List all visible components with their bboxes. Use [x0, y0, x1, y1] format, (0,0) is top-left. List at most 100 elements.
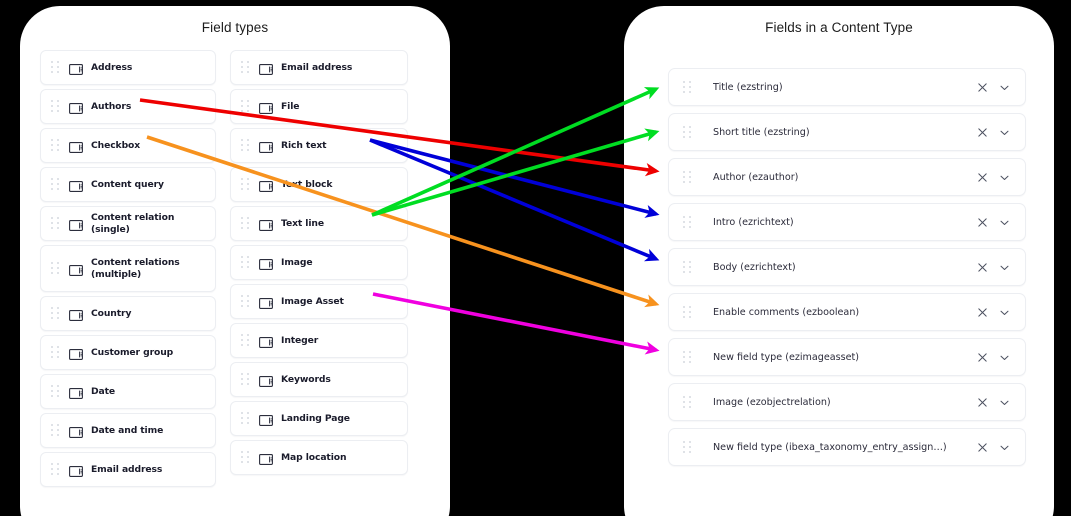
drag-handle-icon[interactable]	[241, 100, 250, 113]
field-type-label: Country	[91, 307, 132, 319]
remove-field-button[interactable]	[971, 436, 993, 458]
expand-field-button[interactable]	[993, 346, 1015, 368]
remove-field-button[interactable]	[971, 391, 993, 413]
content-type-fields-panel-title: Fields in a Content Type	[765, 20, 913, 35]
drag-handle-icon[interactable]	[51, 217, 60, 230]
drag-handle-icon[interactable]	[683, 125, 692, 139]
drag-handle-icon[interactable]	[51, 61, 60, 74]
drag-handle-icon[interactable]	[241, 217, 250, 230]
drag-handle-icon[interactable]	[683, 350, 692, 364]
content-type-field-row[interactable]: Title (ezstring)	[668, 68, 1026, 106]
drag-handle-icon[interactable]	[51, 346, 60, 359]
remove-field-button[interactable]	[971, 76, 993, 98]
field-type-label: File	[281, 100, 300, 112]
content-type-field-label: New field type (ezimageasset)	[713, 351, 860, 363]
field-type-icon	[259, 142, 273, 153]
drag-handle-icon[interactable]	[51, 424, 60, 437]
remove-field-button[interactable]	[971, 346, 993, 368]
field-type-card[interactable]: Rich text	[230, 128, 408, 163]
field-type-card[interactable]: Keywords	[230, 362, 408, 397]
field-type-card[interactable]: File	[230, 89, 408, 124]
field-type-label: Date	[91, 385, 116, 397]
field-type-card[interactable]: Country	[40, 296, 216, 331]
drag-handle-icon[interactable]	[51, 178, 60, 191]
drag-handle-icon[interactable]	[51, 307, 60, 320]
drag-handle-icon[interactable]	[241, 451, 250, 464]
field-type-card[interactable]: Image	[230, 245, 408, 280]
field-type-card[interactable]: Authors	[40, 89, 216, 124]
remove-field-button[interactable]	[971, 211, 993, 233]
drag-handle-icon[interactable]	[683, 440, 692, 454]
content-type-field-row[interactable]: Intro (ezrichtext)	[668, 203, 1026, 241]
content-type-field-label: Image (ezobjectrelation)	[713, 396, 831, 408]
expand-field-button[interactable]	[993, 121, 1015, 143]
expand-field-button[interactable]	[993, 76, 1015, 98]
field-type-card[interactable]: Content relation (single)	[40, 206, 216, 241]
field-type-card[interactable]: Content relations (multiple)	[40, 245, 216, 292]
drag-handle-icon[interactable]	[241, 334, 250, 347]
field-type-card[interactable]: Map location	[230, 440, 408, 475]
expand-field-button[interactable]	[993, 391, 1015, 413]
drag-handle-icon[interactable]	[683, 80, 692, 94]
field-type-icon	[69, 64, 83, 75]
content-type-field-row[interactable]: New field type (ibexa_taxonomy_entry_ass…	[668, 428, 1026, 466]
drag-handle-icon[interactable]	[241, 139, 250, 152]
field-type-icon-wrap	[259, 140, 273, 153]
content-type-field-row[interactable]: Image (ezobjectrelation)	[668, 383, 1026, 421]
field-type-card[interactable]: Email address	[230, 50, 408, 85]
content-type-fields-panel: Fields in a Content Type Title (ezstring…	[624, 6, 1054, 516]
drag-handle-icon[interactable]	[51, 262, 60, 275]
drag-handle-icon[interactable]	[51, 139, 60, 152]
expand-field-button[interactable]	[993, 301, 1015, 323]
drag-handle-icon[interactable]	[51, 463, 60, 476]
field-type-card[interactable]: Email address	[40, 452, 216, 487]
drag-handle-icon[interactable]	[241, 373, 250, 386]
field-type-icon-wrap	[69, 62, 83, 75]
expand-field-button[interactable]	[993, 211, 1015, 233]
field-type-icon-wrap	[69, 263, 83, 276]
field-type-label: Content query	[91, 178, 164, 190]
drag-handle-icon[interactable]	[51, 100, 60, 113]
drag-handle-icon[interactable]	[241, 61, 250, 74]
drag-handle-icon[interactable]	[241, 295, 250, 308]
expand-field-button[interactable]	[993, 256, 1015, 278]
field-type-card[interactable]: Checkbox	[40, 128, 216, 163]
drag-handle-icon[interactable]	[241, 256, 250, 269]
remove-field-button[interactable]	[971, 256, 993, 278]
field-type-card[interactable]: Date and time	[40, 413, 216, 448]
field-type-label: Text block	[281, 178, 333, 190]
field-type-icon-wrap	[69, 425, 83, 438]
content-type-field-row[interactable]: New field type (ezimageasset)	[668, 338, 1026, 376]
field-type-card[interactable]: Text line	[230, 206, 408, 241]
drag-handle-icon[interactable]	[683, 260, 692, 274]
remove-field-button[interactable]	[971, 121, 993, 143]
remove-field-button[interactable]	[971, 166, 993, 188]
field-type-card[interactable]: Customer group	[40, 335, 216, 370]
drag-handle-icon[interactable]	[241, 412, 250, 425]
expand-field-button[interactable]	[993, 436, 1015, 458]
drag-handle-icon[interactable]	[683, 215, 692, 229]
field-type-label: Map location	[281, 451, 347, 463]
field-type-card[interactable]: Date	[40, 374, 216, 409]
field-type-card[interactable]: Integer	[230, 323, 408, 358]
field-type-card[interactable]: Image Asset	[230, 284, 408, 319]
field-type-card[interactable]: Address	[40, 50, 216, 85]
field-type-icon-wrap	[259, 257, 273, 270]
field-type-label: Email address	[281, 61, 353, 73]
drag-handle-icon[interactable]	[683, 305, 692, 319]
content-type-field-row[interactable]: Short title (ezstring)	[668, 113, 1026, 151]
field-type-icon	[69, 181, 83, 192]
content-type-field-row[interactable]: Body (ezrichtext)	[668, 248, 1026, 286]
drag-handle-icon[interactable]	[683, 395, 692, 409]
field-type-card[interactable]: Text block	[230, 167, 408, 202]
remove-field-button[interactable]	[971, 301, 993, 323]
drag-handle-icon[interactable]	[51, 385, 60, 398]
drag-handle-icon[interactable]	[683, 170, 692, 184]
content-type-field-row[interactable]: Author (ezauthor)	[668, 158, 1026, 196]
content-type-field-row[interactable]: Enable comments (ezboolean)	[668, 293, 1026, 331]
field-type-card[interactable]: Content query	[40, 167, 216, 202]
drag-handle-icon[interactable]	[241, 178, 250, 191]
expand-field-button[interactable]	[993, 166, 1015, 188]
field-type-card[interactable]: Landing Page	[230, 401, 408, 436]
